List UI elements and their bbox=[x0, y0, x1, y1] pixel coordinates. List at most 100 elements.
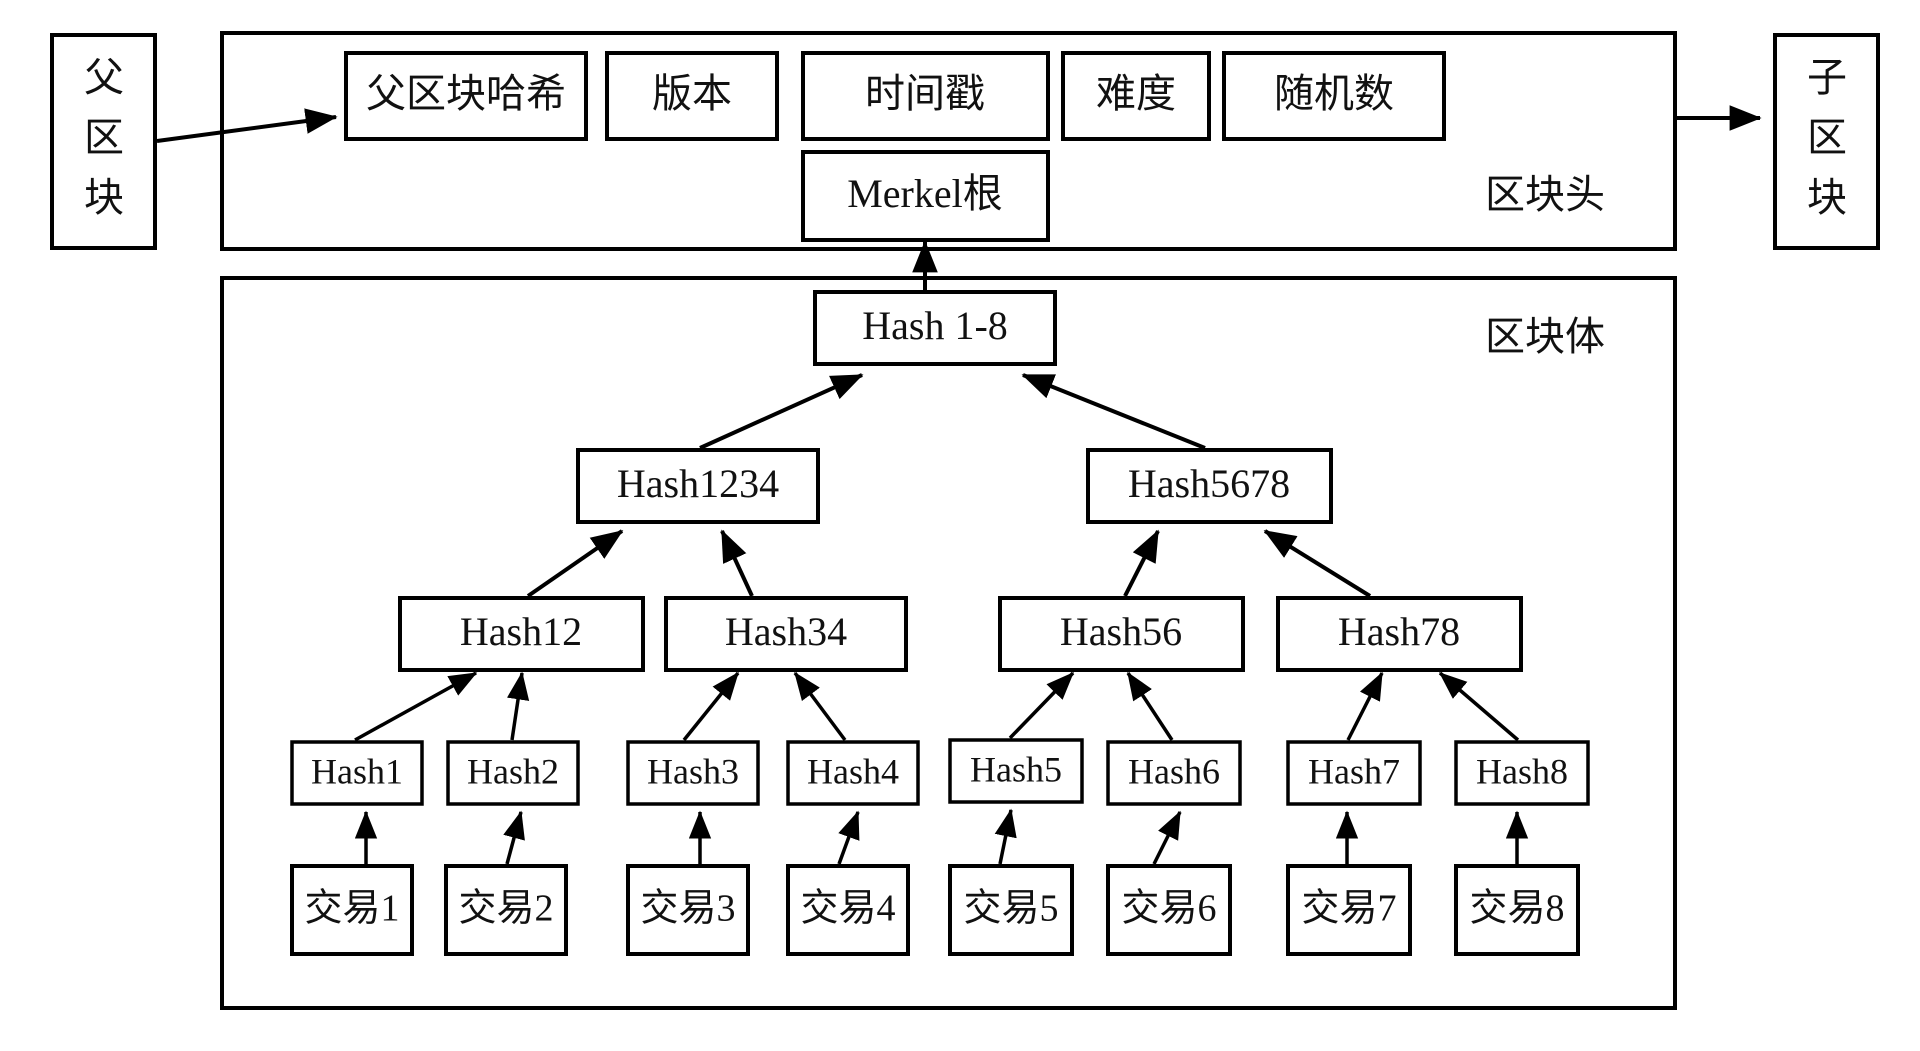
header-field-difficulty[interactable]: 难度 bbox=[1061, 51, 1211, 141]
hash3-label: Hash3 bbox=[647, 751, 739, 791]
transaction-node-4[interactable]: 交易4 bbox=[786, 864, 910, 956]
transaction-node-3[interactable]: 交易3 bbox=[626, 864, 750, 956]
hash12-box[interactable] bbox=[398, 596, 645, 672]
tx1-label: 交易1 bbox=[304, 888, 399, 930]
arrow-tx2-to-hash2 bbox=[503, 810, 525, 865]
hash34-label: Hash34 bbox=[725, 609, 847, 654]
nonce-box[interactable] bbox=[1222, 51, 1446, 141]
transaction-node-6[interactable]: 交易6 bbox=[1106, 864, 1232, 956]
header-field-nonce[interactable]: 随机数 bbox=[1222, 51, 1446, 141]
leaf-hash-node-7[interactable]: Hash7 bbox=[1286, 740, 1422, 806]
parent-block-node[interactable]: 父 区 块 bbox=[50, 33, 157, 250]
transaction-node-2[interactable]: 交易2 bbox=[444, 864, 568, 956]
transaction-node-7[interactable]: 交易7 bbox=[1286, 864, 1412, 956]
hash1-label: Hash1 bbox=[311, 751, 403, 791]
tx3-box[interactable] bbox=[626, 864, 750, 956]
leaf-hash-node-5[interactable]: Hash5 bbox=[948, 738, 1084, 804]
hash12-label: Hash12 bbox=[460, 609, 582, 654]
parent-block-box[interactable] bbox=[50, 33, 157, 250]
transaction-node-8[interactable]: 交易8 bbox=[1454, 864, 1580, 956]
leaf-hash-node-2[interactable]: Hash2 bbox=[446, 740, 580, 806]
hash4-box[interactable] bbox=[786, 740, 920, 806]
hash56-box[interactable] bbox=[998, 596, 1245, 672]
tx2-label: 交易2 bbox=[458, 888, 553, 930]
header-field-version[interactable]: 版本 bbox=[605, 51, 779, 141]
hash5-label: Hash5 bbox=[970, 749, 1062, 789]
arrow-hash8-to-hash78 bbox=[1438, 671, 1520, 742]
hash-1-8-box[interactable] bbox=[813, 290, 1057, 366]
arrow-hash6-to-hash56 bbox=[1126, 671, 1174, 741]
merkle-root-box[interactable] bbox=[801, 150, 1050, 242]
block-body-container bbox=[220, 276, 1677, 1010]
arrow-parent-to-prevhash bbox=[156, 108, 338, 143]
merkle-node-hash34[interactable]: Hash34 bbox=[664, 596, 908, 672]
hash5678-box[interactable] bbox=[1086, 448, 1333, 524]
arrow-hash7-to-hash78 bbox=[1346, 671, 1384, 741]
leaf-hash-node-1[interactable]: Hash1 bbox=[290, 740, 424, 806]
child-block-char-2: 区 bbox=[1807, 115, 1847, 160]
tx5-box[interactable] bbox=[948, 864, 1074, 956]
arrow-hash2-to-hash12 bbox=[506, 671, 530, 741]
tx8-label: 交易8 bbox=[1469, 888, 1564, 930]
tx2-box[interactable] bbox=[444, 864, 568, 956]
tx8-box[interactable] bbox=[1454, 864, 1580, 956]
nonce-label: 随机数 bbox=[1274, 71, 1394, 116]
arrow-hash5-to-hash56 bbox=[1008, 671, 1075, 740]
merkle-node-hash56[interactable]: Hash56 bbox=[998, 596, 1245, 672]
timestamp-label: 时间戳 bbox=[865, 71, 985, 116]
merkle-tree-root-node[interactable]: Hash 1-8 bbox=[813, 290, 1057, 366]
hash-1-8-label: Hash 1-8 bbox=[862, 303, 1008, 348]
hash7-box[interactable] bbox=[1286, 740, 1422, 806]
tx4-box[interactable] bbox=[786, 864, 910, 956]
tx6-box[interactable] bbox=[1106, 864, 1232, 956]
hash2-label: Hash2 bbox=[467, 751, 559, 791]
hash5678-label: Hash5678 bbox=[1128, 461, 1290, 506]
hash78-box[interactable] bbox=[1276, 596, 1523, 672]
child-block-char-3: 块 bbox=[1807, 175, 1847, 220]
arrow-hash5678-to-hash18 bbox=[1021, 373, 1206, 450]
parent-block-char-1: 父 bbox=[84, 55, 124, 100]
arrow-hash4-to-hash34 bbox=[793, 671, 847, 742]
version-box[interactable] bbox=[605, 51, 779, 141]
hash1-box[interactable] bbox=[290, 740, 424, 806]
child-block-char-1: 子 bbox=[1807, 55, 1847, 100]
tx1-box[interactable] bbox=[290, 864, 414, 956]
hash8-box[interactable] bbox=[1454, 740, 1590, 806]
header-field-merkle-root[interactable]: Merkel根 bbox=[801, 150, 1050, 242]
arrow-hash1234-to-hash18 bbox=[699, 373, 864, 450]
hash6-box[interactable] bbox=[1106, 740, 1242, 806]
child-block-node[interactable]: 子 区 块 bbox=[1773, 33, 1880, 250]
block-header-section-label: 区块头 bbox=[1485, 172, 1605, 217]
arrow-hash34-to-hash1234 bbox=[720, 529, 754, 597]
merkle-node-hash1234[interactable]: Hash1234 bbox=[576, 448, 820, 524]
tx3-label: 交易3 bbox=[640, 888, 735, 930]
header-field-prev-hash[interactable]: 父区块哈希 bbox=[344, 51, 588, 141]
hash34-box[interactable] bbox=[664, 596, 908, 672]
transaction-node-1[interactable]: 交易1 bbox=[290, 864, 414, 956]
hash5-box[interactable] bbox=[948, 738, 1084, 804]
arrow-hash56-to-hash5678 bbox=[1123, 529, 1160, 597]
prev-hash-box[interactable] bbox=[344, 51, 588, 141]
merkle-node-hash78[interactable]: Hash78 bbox=[1276, 596, 1523, 672]
header-field-timestamp[interactable]: 时间戳 bbox=[801, 51, 1050, 141]
leaf-hash-node-3[interactable]: Hash3 bbox=[626, 740, 760, 806]
tx7-box[interactable] bbox=[1286, 864, 1412, 956]
leaf-hash-node-8[interactable]: Hash8 bbox=[1454, 740, 1590, 806]
difficulty-box[interactable] bbox=[1061, 51, 1211, 141]
hash1234-label: Hash1234 bbox=[617, 461, 779, 506]
hash78-label: Hash78 bbox=[1338, 609, 1460, 654]
merkle-root-label: Merkel根 bbox=[847, 171, 1003, 216]
block-body-section-label: 区块体 bbox=[1485, 314, 1605, 359]
merkle-node-hash5678[interactable]: Hash5678 bbox=[1086, 448, 1333, 524]
leaf-hash-node-4[interactable]: Hash4 bbox=[786, 740, 920, 806]
hash2-box[interactable] bbox=[446, 740, 580, 806]
transaction-node-5[interactable]: 交易5 bbox=[948, 864, 1074, 956]
hash1234-box[interactable] bbox=[576, 448, 820, 524]
merkle-node-hash12[interactable]: Hash12 bbox=[398, 596, 645, 672]
child-block-box[interactable] bbox=[1773, 33, 1880, 250]
hash3-box[interactable] bbox=[626, 740, 760, 806]
leaf-hash-node-6[interactable]: Hash6 bbox=[1106, 740, 1242, 806]
timestamp-box[interactable] bbox=[801, 51, 1050, 141]
difficulty-label: 难度 bbox=[1096, 71, 1176, 116]
